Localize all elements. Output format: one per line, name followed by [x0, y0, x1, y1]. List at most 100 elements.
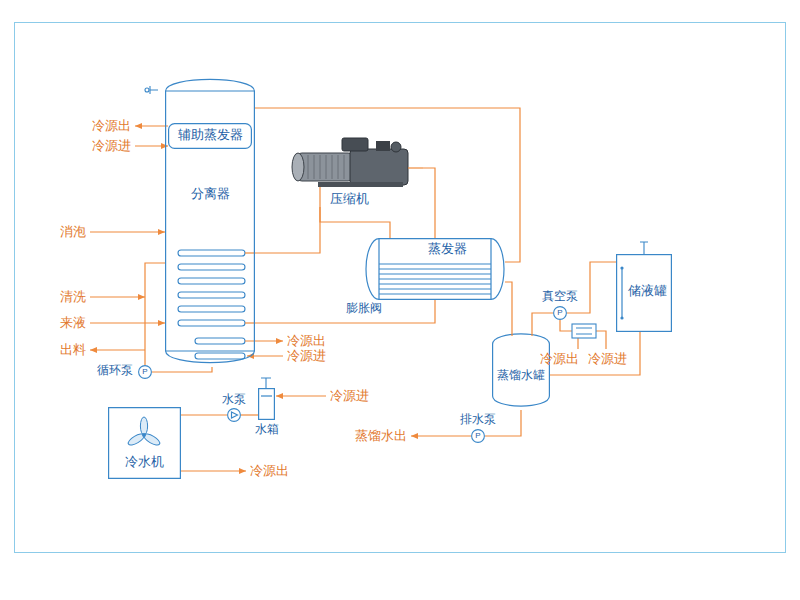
auxiliary-evaporator-box: 辅助蒸发器 — [168, 123, 252, 149]
separator-vessel: 分离器辅助蒸发器 — [165, 75, 255, 367]
node-title: 真空泵 — [542, 290, 578, 304]
liquid-storage-tank-outline — [617, 255, 672, 332]
flow-label: 来液 — [60, 316, 86, 331]
flow-label: 冷源出 — [287, 334, 326, 349]
node-title: 分离器 — [191, 187, 230, 202]
pipe — [577, 338, 578, 349]
chiller-outline — [142, 433, 146, 437]
flow-arrow — [411, 435, 471, 436]
node-title: 辅助蒸发器 — [178, 128, 243, 143]
pipe — [560, 320, 572, 331]
separator-vessel-outline — [166, 79, 255, 362]
compressor-outline — [376, 141, 390, 151]
valve-label: 膨胀阀 — [345, 302, 383, 316]
flow-arrow — [90, 296, 145, 297]
separator-vessel-outline — [165, 75, 255, 367]
water-pump: 水泵 — [227, 408, 241, 422]
node-title: 储液罐 — [628, 284, 667, 299]
compressor-outline — [314, 155, 315, 179]
flow-label: 冷源出 — [92, 119, 131, 134]
liquid-storage-tank-outline — [621, 268, 622, 318]
node-title: 水箱 — [255, 423, 279, 437]
heating-coil — [178, 320, 245, 326]
flow-arrow — [135, 125, 168, 126]
flow-label: 冷源进 — [287, 349, 326, 364]
flow-arrow — [135, 145, 168, 146]
distilled-water-tank-outline — [512, 330, 532, 336]
chiller-outline — [127, 432, 146, 447]
water-tank-outline — [261, 395, 272, 396]
separator-vessel-outline — [166, 91, 255, 351]
pipe-connector — [532, 313, 553, 330]
liquid-storage-tank-outline — [620, 316, 623, 319]
pipe-connector — [423, 168, 435, 238]
heating-coil — [178, 292, 245, 298]
evaporator-vessel-outline — [379, 239, 491, 300]
node-title: 排水泵 — [460, 413, 496, 427]
heating-coil — [195, 353, 245, 359]
compressor-outline — [308, 155, 309, 179]
circulation-pump-outline — [139, 366, 152, 379]
liquid-storage-tank: 储液罐 — [616, 254, 672, 332]
node-title: 压缩机 — [330, 192, 369, 207]
flow-arrow — [247, 355, 283, 356]
node-title: 循环泵 — [97, 364, 133, 378]
compressor-outline — [338, 155, 339, 179]
evaporator-vessel-outline — [366, 239, 504, 300]
flow-arrow — [245, 340, 283, 341]
heat-exchanger — [572, 324, 596, 338]
heating-coil — [195, 338, 245, 344]
distilled-water-tank-outline — [493, 334, 550, 406]
flow-arrow — [90, 231, 165, 232]
flow-label: 冷源进 — [330, 389, 369, 404]
chiller-outline — [142, 432, 161, 447]
pipe — [245, 322, 255, 323]
flow-label: 冷源进 — [588, 352, 627, 367]
compressor-outline — [342, 138, 368, 151]
circulation-pump: 循环泵P — [138, 365, 152, 379]
heat-exchanger — [572, 324, 596, 338]
compressor-outline — [318, 182, 403, 187]
flow-label: 蒸馏水出 — [355, 429, 407, 444]
vessel-nozzle — [145, 86, 648, 388]
vessel-nozzle — [261, 378, 271, 388]
heating-coil — [178, 306, 245, 312]
water-pump-outline — [227, 408, 241, 422]
heating-coil — [178, 250, 245, 256]
flow-label: 清洗 — [60, 290, 86, 305]
frame-border — [15, 23, 786, 553]
compressor-outline — [319, 187, 320, 207]
compressor-outline — [408, 167, 423, 168]
distilled-water-tank: 蒸馏水罐 — [492, 330, 550, 410]
pipe-connector — [320, 207, 390, 238]
node-title: 蒸馏水罐 — [497, 369, 545, 383]
evaporator-vessel: 蒸发器 — [365, 238, 505, 300]
pipe-connector — [241, 414, 258, 415]
pipe-connector — [181, 414, 227, 415]
pump-symbol-letter: P — [142, 367, 147, 376]
pipe-connector — [152, 367, 212, 372]
flow-arrow — [276, 395, 326, 396]
pipe-connector — [567, 262, 616, 313]
drain-pump-outline — [472, 430, 485, 443]
drain-pump: 排水泵P — [471, 429, 485, 443]
auxiliary-evaporator-box-outline — [169, 124, 252, 149]
compressor-outline — [320, 155, 321, 179]
compressor-outline — [350, 149, 408, 185]
vacuum-pump-outline — [554, 307, 567, 320]
water-tank: 水箱 — [258, 388, 275, 420]
compressor: 压缩机 — [288, 135, 423, 207]
vessel-nozzle — [640, 242, 648, 254]
flow-label: 消泡 — [60, 225, 86, 240]
water-tank-outline — [258, 388, 275, 420]
pump-symbol-letter: P — [557, 308, 562, 317]
chiller-outline — [109, 408, 181, 479]
frame-border — [15, 23, 786, 553]
flow-label: 冷源进 — [92, 139, 131, 154]
node-title: 蒸发器 — [428, 242, 467, 257]
pipe — [596, 331, 606, 349]
compressor-outline — [326, 155, 327, 179]
liquid-storage-tank-outline — [620, 266, 623, 269]
heating-coil — [178, 278, 245, 284]
